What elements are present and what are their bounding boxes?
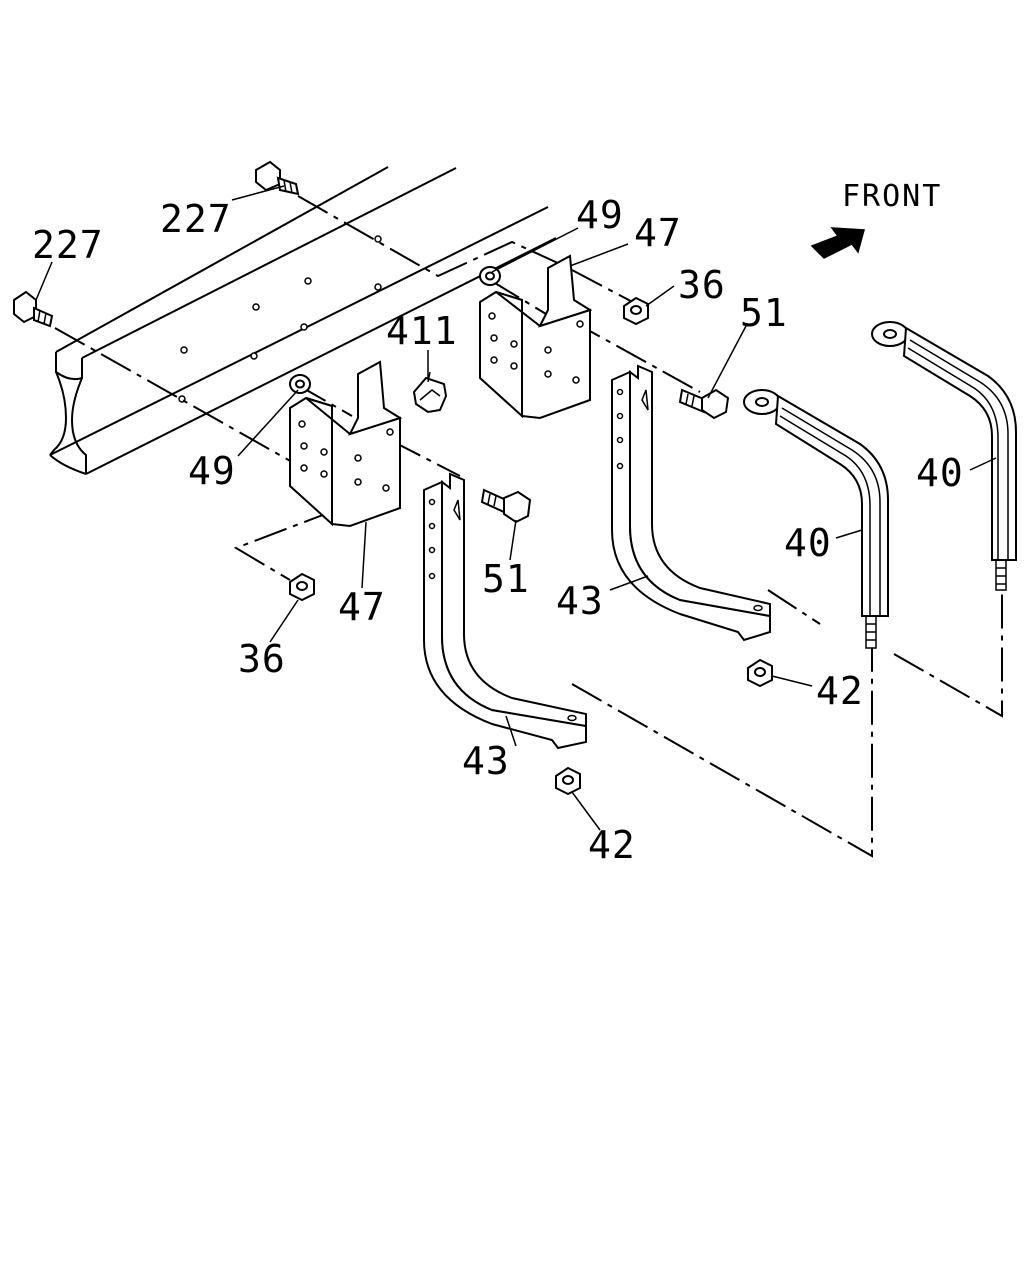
front-indicator: FRONT [810,179,942,259]
leader-lines [35,185,997,831]
callout-51-right: 51 [740,291,788,335]
callout-42-left: 42 [588,823,636,867]
callout-43-right: 43 [556,579,604,623]
callout-49-left: 49 [188,449,236,493]
nut-42-right [747,658,773,688]
bolt-227-upper [255,160,300,196]
callout-49-right: 49 [576,193,624,237]
callout-227-upper: 227 [160,197,232,241]
nut-36-left [289,572,315,602]
support-43-right [611,364,771,642]
callout-42-right: 42 [816,669,864,713]
washer-49-left [289,374,311,394]
bolt-227-left [13,290,54,328]
frame-rail [49,166,557,475]
callout-43-left: 43 [462,739,510,783]
strap-40-right [871,321,1017,591]
strap-40-middle [743,389,889,649]
callout-40-middle: 40 [784,521,832,565]
nut-42-left [555,766,581,796]
alignment-lines [54,195,1003,858]
callout-227-left: 227 [32,223,104,267]
front-label: FRONT [842,179,942,214]
callout-47-right: 47 [634,211,682,255]
callout-47-left: 47 [338,585,386,629]
callout-411: 411 [386,309,458,353]
callout-labels: 227 227 49 47 36 51 411 49 47 36 51 40 4… [32,193,964,867]
bracket-47-left [289,360,403,528]
support-43-left [423,472,587,750]
callout-36-right: 36 [678,263,726,307]
bolt-51-right [678,388,730,420]
callout-36-left: 36 [238,637,286,681]
callout-40-right: 40 [916,451,964,495]
clip-411 [412,371,448,414]
bolt-51-left [480,488,532,524]
nut-36-right [623,296,649,326]
bracket-47-right [479,254,593,420]
washer-49-right [479,266,501,286]
callout-51-left: 51 [482,557,530,601]
arrow-icon [810,227,865,259]
